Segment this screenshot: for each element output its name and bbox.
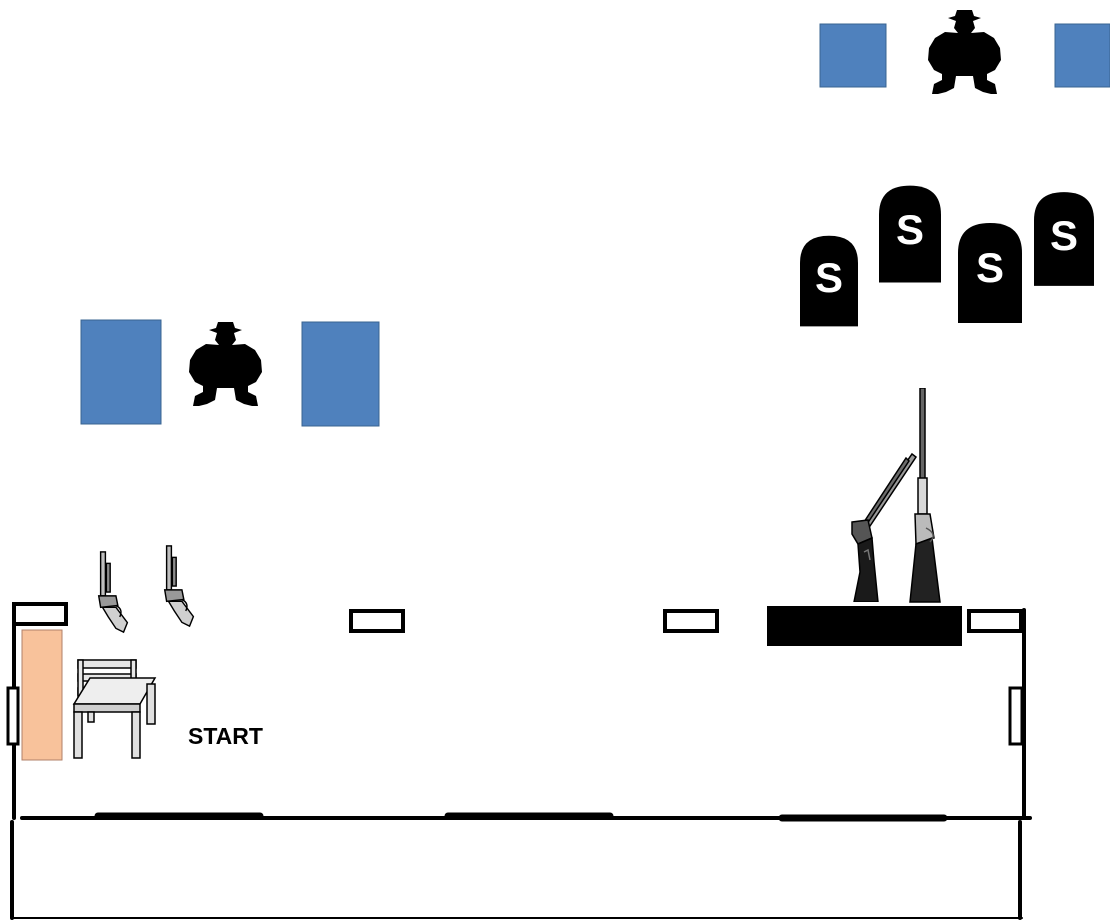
svg-text:S: S [1050,212,1078,259]
no-shoot-panel [301,321,380,427]
far-target-array [819,10,1110,94]
silhouette-icon [189,322,262,406]
revolver-icon [163,545,195,627]
svg-text:S: S [896,206,924,253]
side-port [6,686,20,746]
shooting-bay-outline [10,602,1032,920]
wall-port [663,609,719,633]
revolver-icon [97,551,129,633]
steel-plate-group: S S S S [800,185,1094,327]
prop-table [21,629,63,761]
shotgun-icon [851,453,917,602]
wall-port [12,602,68,626]
wall-port [349,609,405,633]
wall-port [967,609,1023,633]
no-shoot-panel [819,23,887,88]
steel-plate-icon: S [1034,192,1094,286]
rifle-icon [909,388,941,603]
steel-plate-icon: S [958,223,1022,323]
start-label: START [188,723,263,749]
svg-text:S: S [815,254,843,301]
silhouette-icon [928,10,1001,94]
no-shoot-panel [80,319,162,425]
near-target-array [80,319,380,427]
steel-plate-icon: S [800,235,858,327]
svg-text:S: S [976,244,1004,291]
chair-icon [72,659,157,759]
side-port [1008,686,1024,746]
long-gun-table [767,606,962,646]
steel-plate-icon: S [879,185,941,283]
no-shoot-panel [1054,23,1110,88]
